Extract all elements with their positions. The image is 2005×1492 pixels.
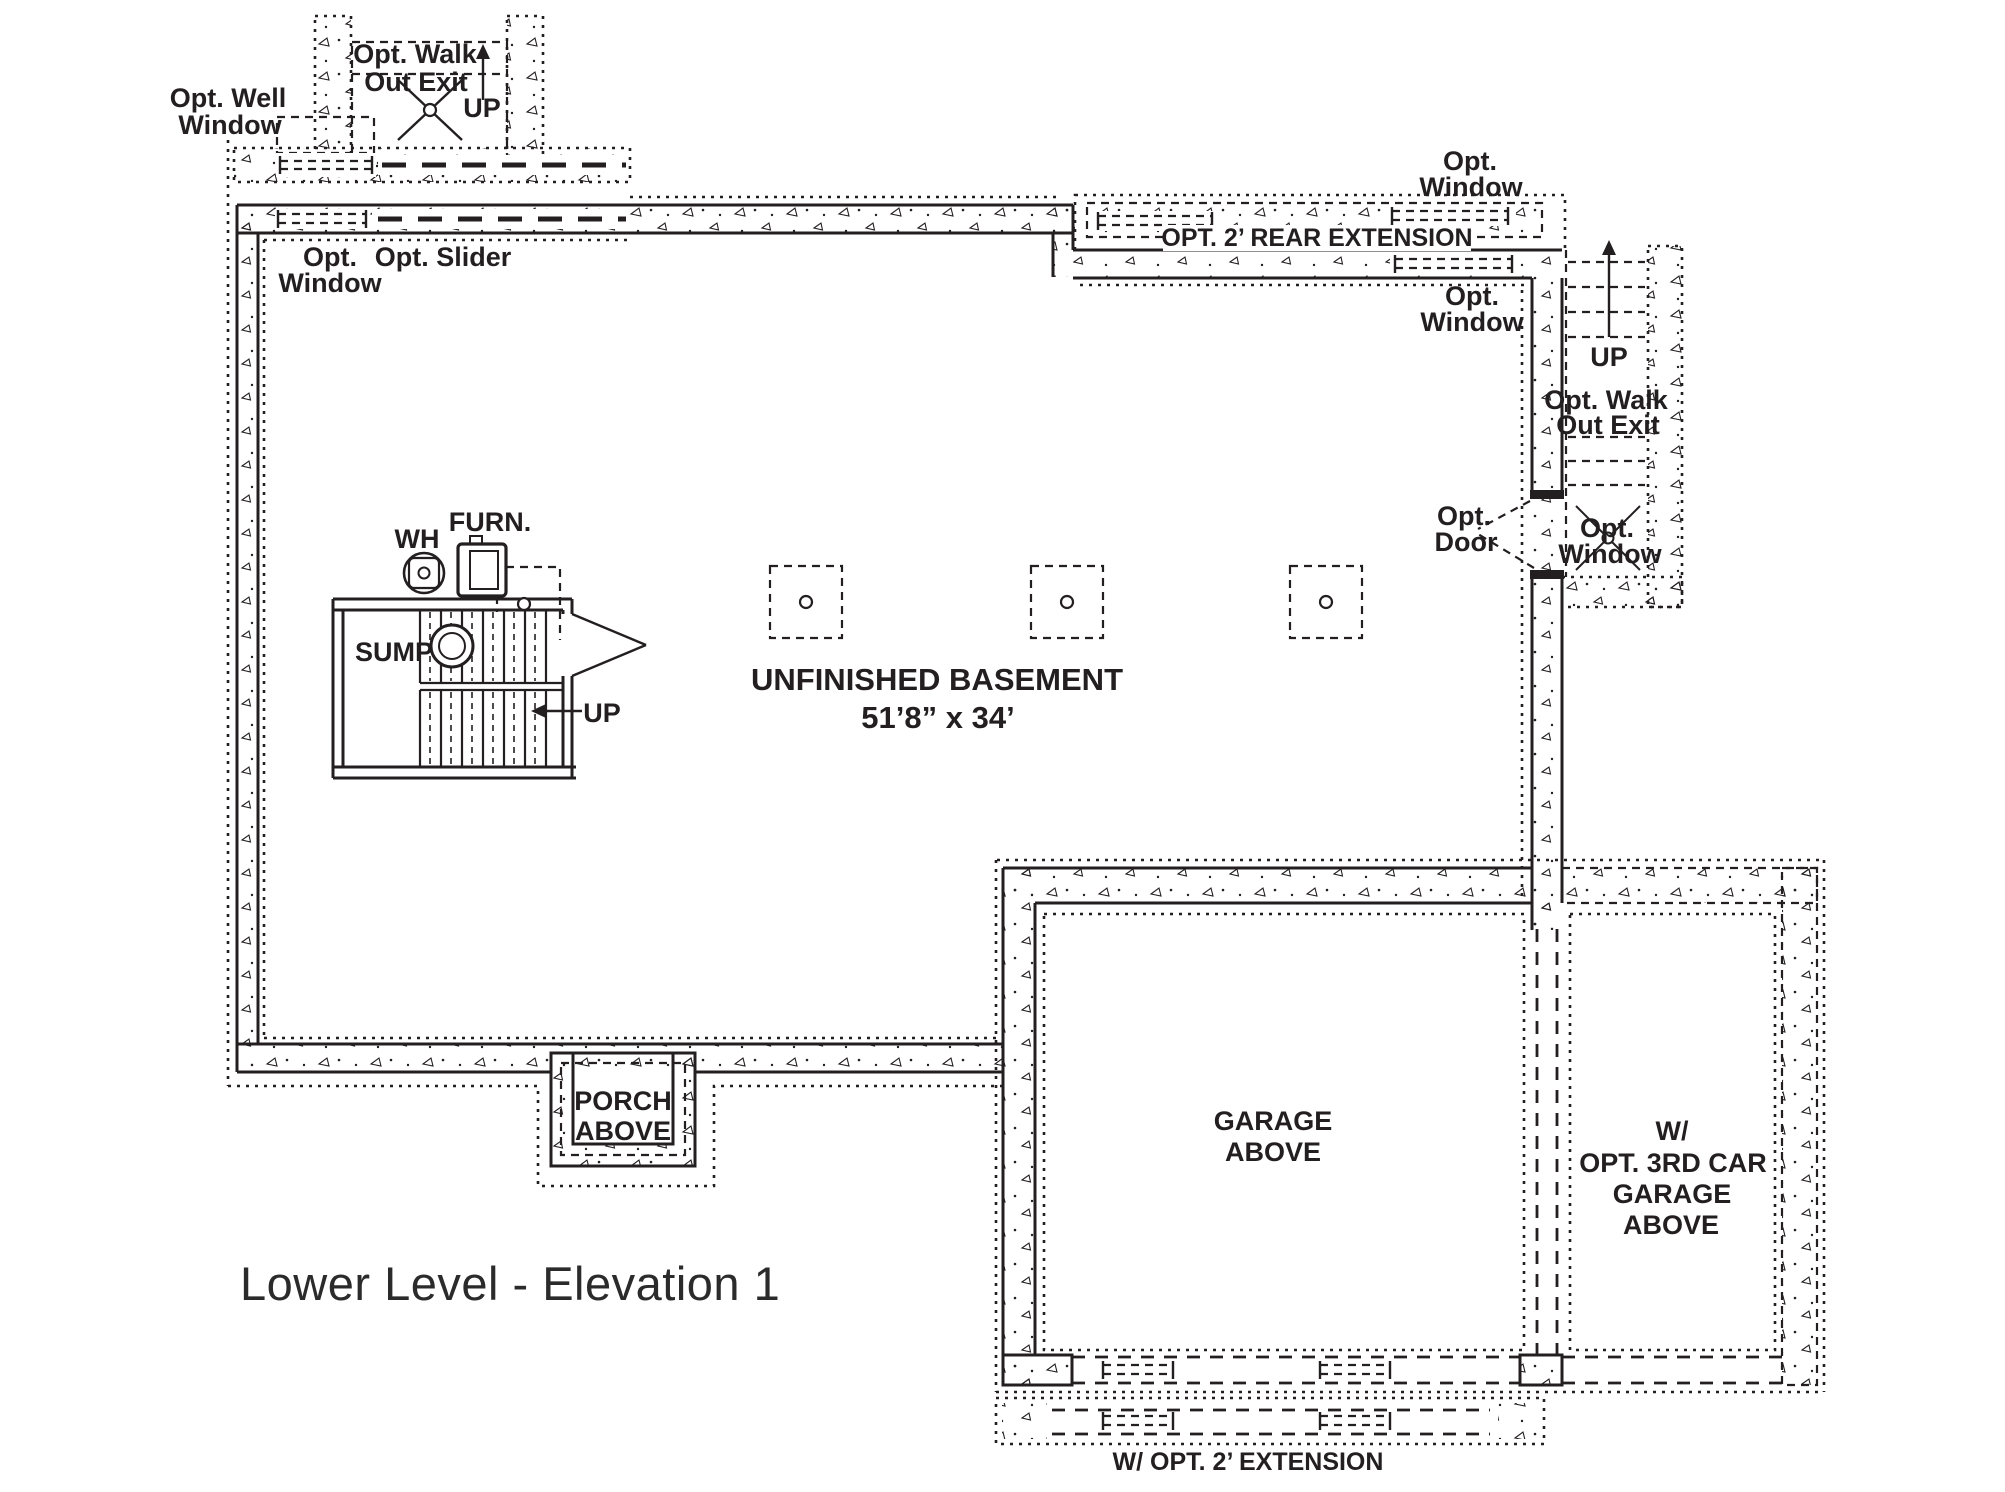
label-third-car: W/: [1656, 1116, 1689, 1146]
label-porch-above-2: ABOVE: [575, 1116, 671, 1146]
third-car-footing-inner: [1568, 912, 1777, 1352]
label-water-heater: WH: [395, 524, 440, 554]
garage-walls: [994, 858, 1824, 1392]
label-opt-walk-out-top: Opt. Walk: [353, 39, 477, 69]
label-furnace: FURN.: [449, 507, 532, 537]
opt-door-swing: [1477, 500, 1535, 569]
label-opt-walk-out-right-2: Out Exit: [1556, 410, 1660, 440]
label-rear-extension: OPT. 2’ REAR EXTENSION: [1161, 224, 1472, 252]
labels: Opt. Walk Out Exit UP Opt. Well Window O…: [170, 39, 1767, 1476]
porch: [549, 1051, 697, 1168]
rear-extension-band: [1073, 193, 1567, 252]
label-up-center: UP: [583, 698, 621, 728]
water-heater: [402, 551, 446, 595]
label-up-top: UP: [463, 93, 501, 123]
support-post: [1029, 564, 1105, 640]
label-porch-above: PORCH: [574, 1086, 672, 1116]
south-wall: [228, 1036, 1003, 1188]
up-arrow-center: [531, 704, 582, 718]
opt-window-x-symbol: [1575, 505, 1641, 571]
garage-bottom-wall: [996, 1353, 1824, 1394]
room-label-unfinished-basement: UNFINISHED BASEMENT: [751, 662, 1123, 697]
label-opt-slider: Opt. Slider: [375, 242, 512, 272]
label-opt-window-right: Opt.: [1445, 281, 1499, 311]
garage-footing-inner: [1042, 912, 1526, 1352]
north-wall: [237, 195, 1075, 277]
third-car-garage-walls: [1560, 860, 1826, 1392]
label-opt-window-stair-2: Window: [1558, 539, 1662, 569]
window-symbol: [1101, 1412, 1175, 1430]
label-third-car-4: ABOVE: [1623, 1210, 1719, 1240]
label-up-right: UP: [1590, 342, 1628, 372]
furnace: [456, 535, 508, 598]
walkout-stair-right: [1560, 240, 1684, 609]
garage-divider-wall: [1532, 903, 1562, 1355]
door-swing: [571, 612, 647, 678]
label-sump: SUMP: [355, 637, 433, 667]
sump-pit: [429, 623, 475, 669]
window-symbol: [1393, 255, 1514, 273]
duct-line: [506, 565, 562, 640]
window-symbol: [1101, 1361, 1175, 1379]
label-opt-well-window: Opt. Well: [170, 83, 287, 113]
label-opt-window-left-2: Window: [278, 268, 382, 298]
label-third-car-3: GARAGE: [1613, 1179, 1732, 1209]
west-wall: [226, 140, 266, 1086]
window-symbol: [278, 156, 374, 174]
optional-north-band: [232, 146, 632, 184]
label-garage-above: GARAGE: [1214, 1106, 1333, 1136]
utility-stair-room: [331, 535, 647, 780]
label-third-car-2: OPT. 3RD CAR: [1579, 1148, 1767, 1178]
label-opt-walk-out-top-2: Out Exit: [364, 67, 468, 97]
label-opt-walk-out-right: Opt. Walk: [1544, 385, 1668, 415]
page-title: Lower Level - Elevation 1: [240, 1257, 780, 1310]
label-bottom-extension: W/ OPT. 2’ EXTENSION: [1113, 1448, 1384, 1476]
window-symbol: [1096, 212, 1214, 230]
opt-extension-band: [994, 1396, 1546, 1446]
room-label-dimensions: 51’8” x 34’: [861, 700, 1014, 735]
label-opt-window-topright: Opt.: [1443, 146, 1497, 176]
label-opt-well-window-2: Window: [178, 110, 282, 140]
window-symbol: [1318, 1361, 1392, 1379]
window-symbol: [1318, 1412, 1392, 1430]
label-opt-window-topright-2: Window: [1419, 172, 1523, 202]
label-opt-door: Opt.: [1437, 501, 1491, 531]
walkout-exit-x-symbol: [397, 79, 463, 141]
walkout-stair-top: [313, 14, 545, 170]
label-opt-door-2: Door: [1435, 527, 1498, 557]
label-opt-window-left: Opt.: [303, 242, 357, 272]
support-post: [768, 564, 844, 640]
up-arrow-top: [476, 44, 490, 100]
stair-treads-lower: [418, 690, 548, 767]
window-symbol: [276, 210, 368, 228]
label-opt-window-stair: Opt.: [1580, 513, 1634, 543]
east-wall: [1477, 278, 1564, 930]
label-opt-window-right-2: Window: [1420, 307, 1524, 337]
label-garage-above-2: ABOVE: [1225, 1137, 1321, 1167]
opt-well-window-symbol: [275, 115, 376, 155]
up-arrow-right: [1602, 240, 1616, 337]
support-post: [1288, 564, 1364, 640]
window-symbol: [1390, 207, 1510, 225]
